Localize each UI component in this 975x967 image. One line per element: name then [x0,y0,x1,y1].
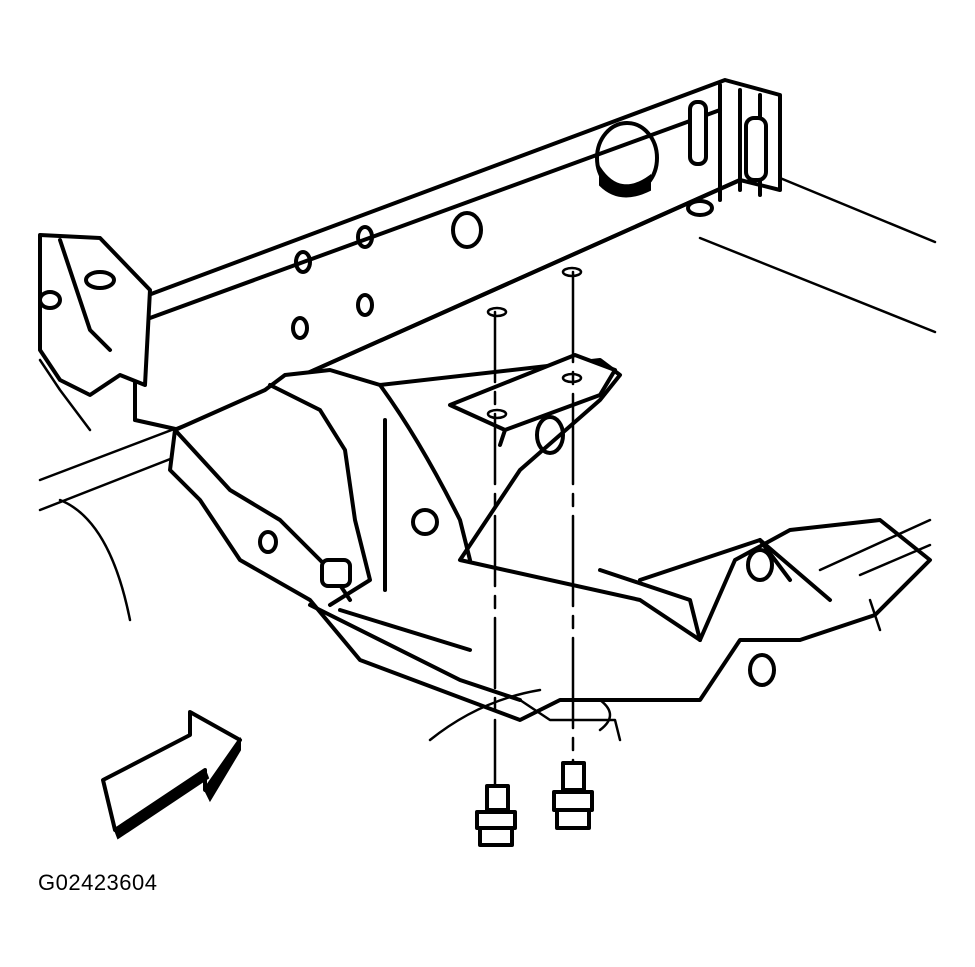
rail-hole [451,211,483,249]
rail-hole [356,293,374,317]
frame-rail [133,78,782,432]
direction-arrow-icon [101,710,242,840]
crossmember [168,358,932,722]
rail-slot [688,100,708,166]
bolt-centerlines [486,266,583,802]
figure-id-label: G02423604 [38,870,158,895]
rail-hole [294,250,312,274]
bolt-icon [552,761,594,830]
rail-hole [291,316,309,340]
rail-hole [686,199,714,217]
bolt-icon [475,784,517,847]
frame-side-rails [698,176,937,334]
left-body-mount [38,233,152,432]
rail-slot [744,116,768,182]
lower-shield [428,688,622,742]
rail-hole [356,225,374,249]
